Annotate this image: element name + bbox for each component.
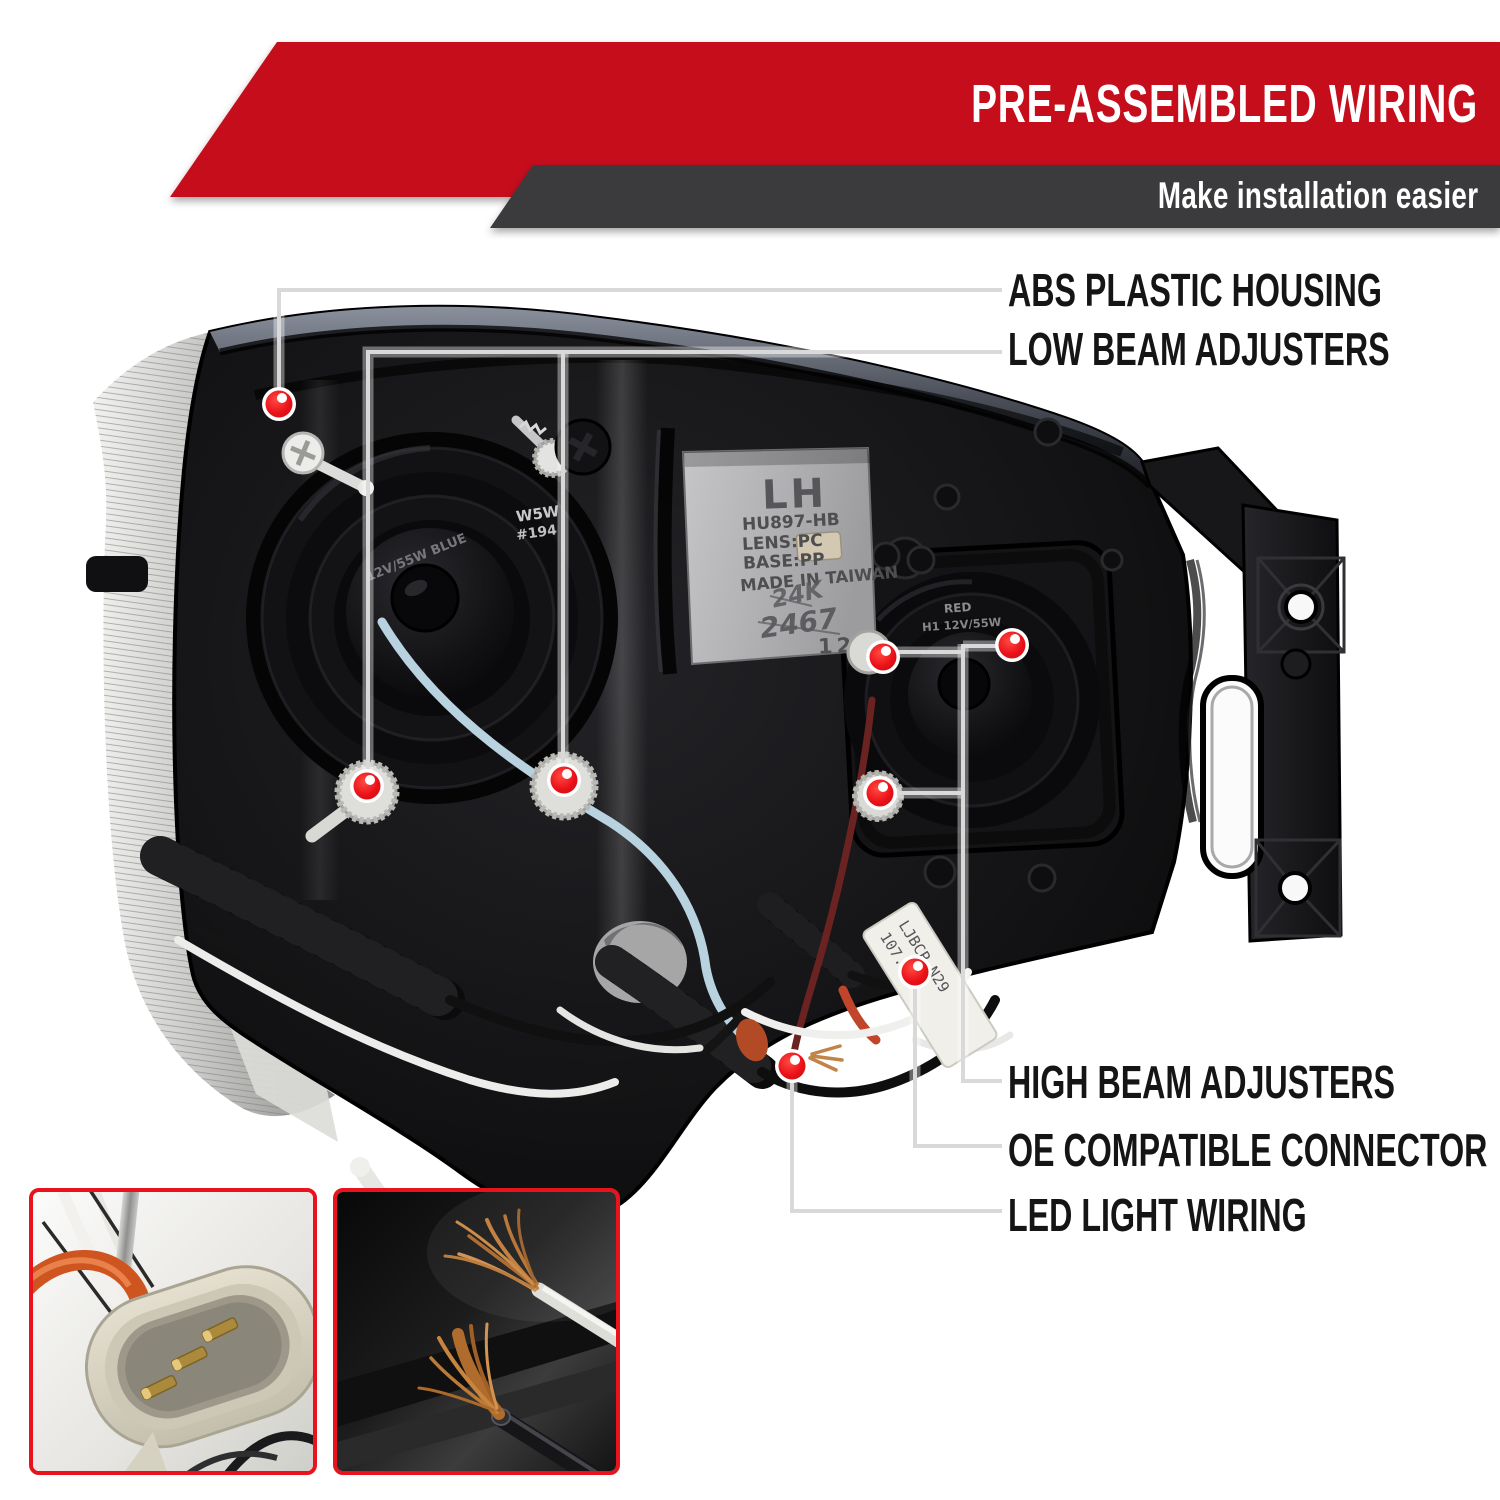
mount-hole-top — [1284, 590, 1318, 624]
callout-label-abs-housing: ABS PLASTIC HOUSING — [1008, 264, 1382, 316]
white-wire-stripped — [443, 1208, 616, 1348]
inset-wire-strands-photo — [333, 1188, 620, 1475]
banner-subtitle: Make installation easier — [1157, 175, 1478, 216]
marking-red-tag: RED — [944, 600, 972, 616]
callout-label-oe-connector: OE COMPATIBLE CONNECTOR — [1008, 1124, 1488, 1176]
bracket-handle-cutout — [1200, 675, 1264, 879]
black-wire-stripped — [417, 1322, 603, 1471]
bracket-knob — [1280, 648, 1312, 680]
red-ribbon — [170, 42, 1500, 197]
callout-label-led-wiring: LED LIGHT WIRING — [1008, 1189, 1307, 1241]
low-beam-boot — [246, 432, 618, 804]
callout-label-low-beam: LOW BEAM ADJUSTERS — [1008, 323, 1390, 375]
dark-ribbon — [490, 165, 1500, 228]
callout-label-high-beam: HIGH BEAM ADJUSTERS — [1008, 1056, 1396, 1108]
header-banner — [170, 42, 1500, 228]
mounting-bracket — [1140, 446, 1346, 943]
banner-title: PRE-ASSEMBLED WIRING — [971, 74, 1478, 134]
orange-tape — [736, 1018, 768, 1062]
mount-hole-bottom — [1278, 871, 1312, 905]
inset-connector-photo — [29, 1188, 317, 1475]
oe-connector-shell — [84, 1265, 313, 1449]
